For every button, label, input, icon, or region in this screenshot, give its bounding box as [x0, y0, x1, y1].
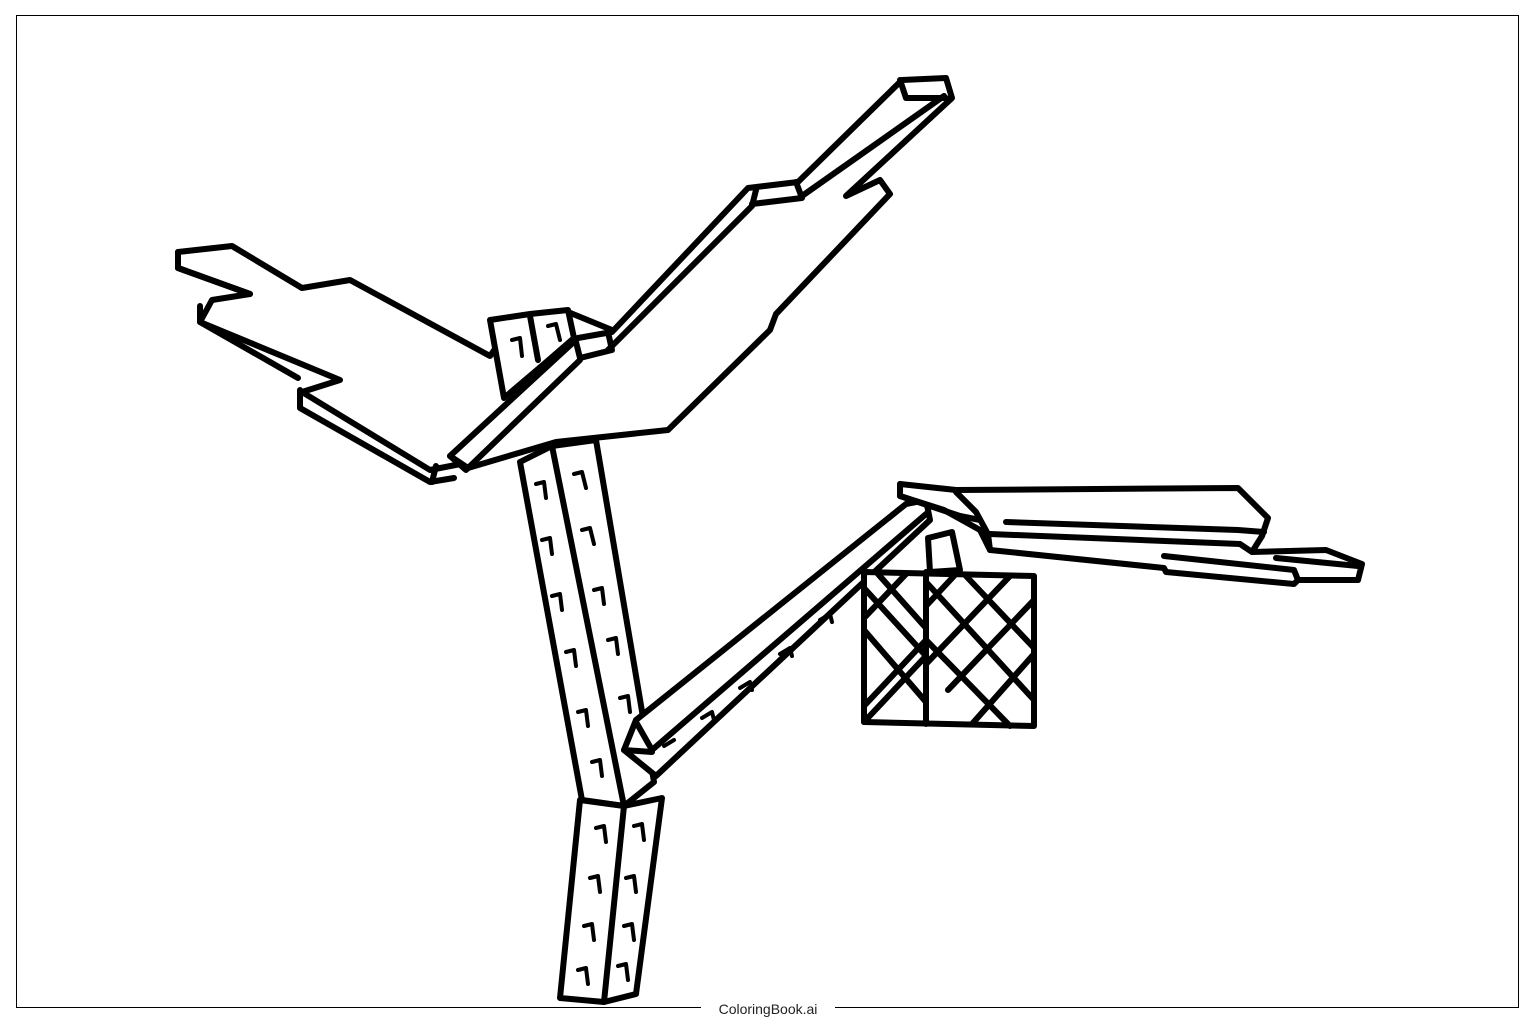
footer: ColoringBook.ai: [0, 998, 1536, 1020]
trunk-top-post: [487, 307, 577, 401]
hanging-basket: [861, 529, 1037, 729]
upper-right-branch: [447, 75, 955, 473]
brand-watermark: ColoringBook.ai: [700, 998, 836, 1020]
trunk: [517, 437, 665, 1005]
right-panel: [897, 481, 1365, 587]
trunk-bark-marks: [534, 470, 646, 986]
branch-bark-marks: [662, 612, 834, 748]
